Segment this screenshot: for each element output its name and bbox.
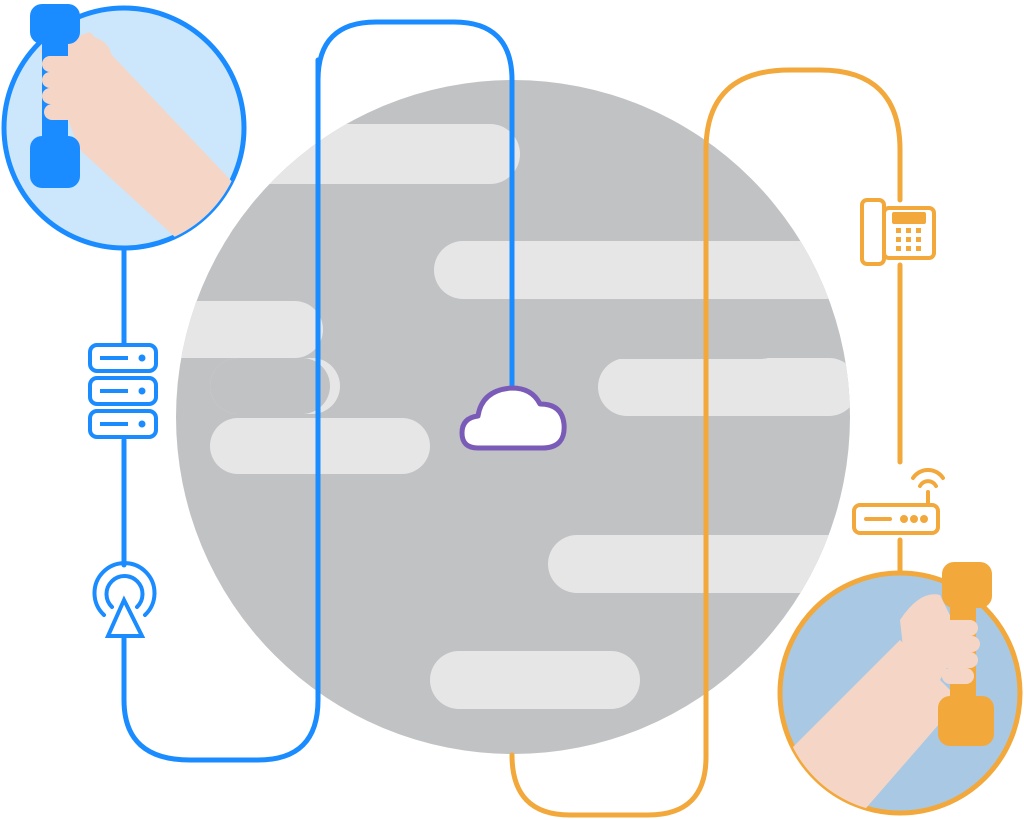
server-stack-icon xyxy=(90,345,156,437)
caller-left-badge xyxy=(4,4,244,260)
wifi-router-icon xyxy=(854,470,943,533)
desk-phone-icon xyxy=(862,200,934,264)
caller-right-badge xyxy=(780,562,1020,815)
cell-tower-icon xyxy=(95,563,155,636)
